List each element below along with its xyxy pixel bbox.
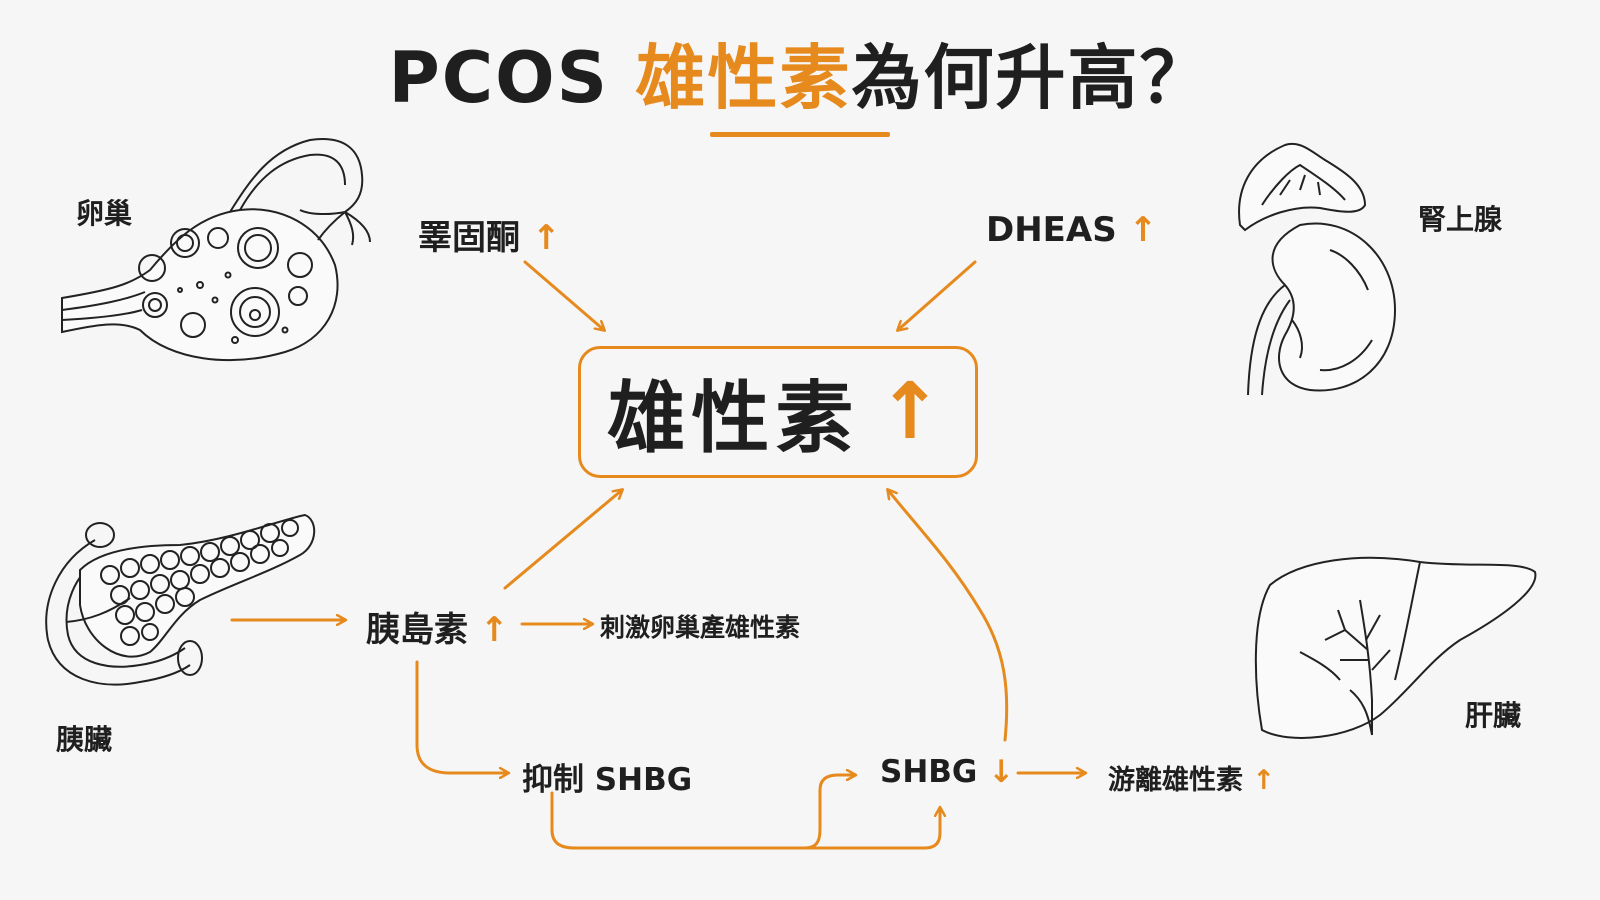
title-highlight: 雄性素 (635, 37, 852, 119)
pancreas-illustration (45, 513, 316, 686)
arrow-testosterone-to-androgen (523, 260, 604, 330)
title-suffix: 為何升高？ (851, 37, 1212, 119)
label-ovary: 卵巢 (76, 197, 133, 230)
kidney-adrenal-illustration (1238, 142, 1397, 396)
node-testosterone: 睪固酮 ↑ (418, 210, 560, 259)
node-stimulate-ovary: 刺激卵巢產雄性素 (600, 613, 801, 642)
node-shbg: SHBG ↓ (880, 754, 1014, 790)
label-liver: 肝臟 (1465, 699, 1522, 732)
node-dheas: DHEAS ↑ (986, 210, 1157, 250)
liver-illustration (1254, 556, 1537, 739)
node-testosterone-text: 睪固酮 (418, 218, 520, 258)
up-arrow-icon: ↑ (1252, 765, 1276, 796)
node-free-androgen: 游離雄性素 ↑ (1108, 758, 1275, 797)
down-arrow-icon: ↓ (988, 754, 1015, 790)
node-shbg-text: SHBG (880, 754, 978, 790)
node-free-androgen-text: 游離雄性素 (1108, 765, 1243, 796)
arrow-shbg-to-androgen (888, 490, 1009, 742)
title-prefix: PCOS (388, 37, 610, 119)
arrow-dheas-to-androgen (898, 260, 977, 330)
arrow-insulin-to-androgen (503, 490, 622, 590)
node-insulin: 胰島素 ↑ (366, 602, 508, 651)
up-arrow-icon: ↑ (877, 367, 949, 457)
arrow-suppress-to-shbg-bottom (803, 808, 940, 850)
central-androgen-label: 雄性素 (607, 374, 860, 464)
node-insulin-text: 胰島素 (366, 610, 468, 650)
node-dheas-text: DHEAS (986, 210, 1117, 250)
title-underline (710, 132, 890, 137)
up-arrow-icon: ↑ (479, 610, 509, 650)
label-adrenal: 腎上腺 (1418, 203, 1503, 236)
ovary-illustration (61, 138, 371, 362)
central-androgen-box: 雄性素↑ (578, 346, 978, 478)
up-arrow-icon: ↑ (1128, 210, 1158, 250)
arrow-insulin-to-suppress-shbg (415, 660, 508, 773)
node-suppress-shbg: 抑制 SHBG (522, 762, 693, 798)
label-pancreas: 胰臟 (56, 723, 113, 756)
page-title: PCOS 雄性素為何升高？ (0, 22, 1600, 123)
up-arrow-icon: ↑ (531, 218, 561, 258)
arrow-suppress-to-shbg (550, 775, 855, 850)
